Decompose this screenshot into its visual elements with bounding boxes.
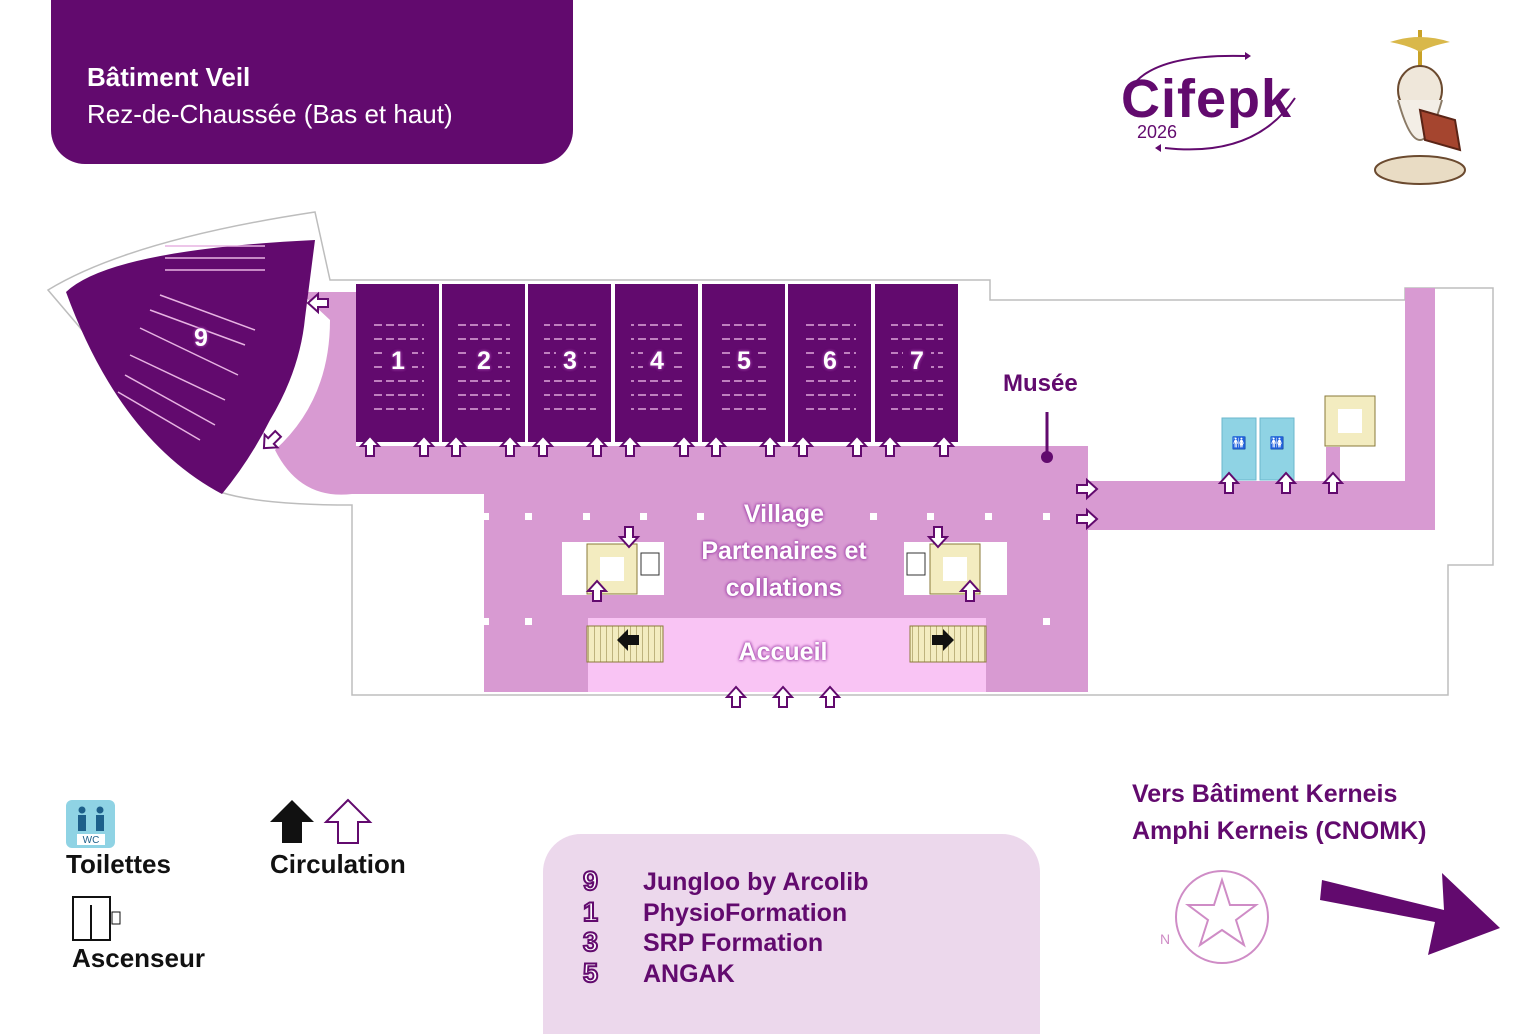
- legend-toilettes: Toilettes: [66, 849, 171, 879]
- building-name: Bâtiment Veil: [87, 62, 251, 92]
- room-6-label: 6: [823, 347, 837, 375]
- svg-text:🚻: 🚻: [1270, 436, 1285, 450]
- pillar-dots: [482, 513, 1050, 625]
- list-item-name: PhysioFormation: [643, 899, 848, 927]
- list-item-name: ANGAK: [643, 960, 735, 988]
- village-label: Village Partenaires et collations: [701, 500, 867, 602]
- musee-marker: [1041, 451, 1053, 463]
- wc-icon: [1259, 417, 1295, 481]
- amphi-seats: [117, 245, 265, 441]
- logo-year: 2026: [1137, 122, 1178, 142]
- room-9: [66, 240, 315, 494]
- svg-text:🚻: 🚻: [1232, 436, 1247, 450]
- list-item: 5 ANGAK: [582, 957, 735, 989]
- list-item-name: SRP Formation: [643, 929, 824, 957]
- list-item-number: 3: [582, 926, 599, 958]
- musee-label: Musée: [1003, 370, 1078, 397]
- room-7-label: 7: [910, 347, 924, 375]
- cifepk-logo: Cifepk 2026: [1105, 48, 1305, 158]
- list-item-number: 5: [582, 957, 599, 989]
- exhibitor-list: 9 Jungloo by Arcolib 1 PhysioFormation 3 SR…: [543, 834, 1040, 1034]
- room-2-label: 2: [477, 347, 491, 375]
- list-item-number: 9: [582, 865, 599, 897]
- legend-elevator-icon: [72, 896, 121, 941]
- list-item: 3 SRP Formation: [582, 926, 824, 958]
- direction-text: Vers Bâtiment Kerneis Amphi Kerneis (CNO…: [1132, 776, 1426, 850]
- direction-line-2: Amphi Kerneis (CNOMK): [1132, 817, 1427, 845]
- room-3-label: 3: [563, 347, 577, 375]
- svg-text:N: N: [1160, 931, 1170, 947]
- svg-text:WC: WC: [83, 835, 100, 846]
- compass-icon: N: [1160, 870, 1269, 964]
- direction-line-1: Vers Bâtiment Kerneis: [1132, 780, 1398, 808]
- stairs: [909, 625, 987, 663]
- legend-outline-arrow-icon: [323, 798, 373, 844]
- logo-name: Cifepk: [1121, 69, 1293, 129]
- legend-ascenseur: Ascenseur: [72, 943, 205, 973]
- accueil-label: Accueil: [738, 638, 828, 666]
- room-5-label: 5: [737, 347, 751, 375]
- room-1-label: 1: [391, 347, 405, 375]
- room-9-label: 9: [194, 324, 208, 352]
- logo-orbit-icon: [1124, 52, 1296, 152]
- floor-name: Rez-de-Chaussée (Bas et haut): [87, 99, 453, 129]
- legend-filled-arrow-icon: [270, 800, 314, 843]
- list-item: 9 Jungloo by Arcolib: [582, 865, 869, 897]
- wc-icon: [1221, 417, 1257, 481]
- legend-wc-icon: WC: [66, 800, 115, 848]
- list-item-name: Jungloo by Arcolib: [643, 868, 869, 896]
- title-banner: Bâtiment Veil Rez-de-Chaussée (Bas et ha…: [51, 0, 573, 164]
- mascot-caduceus-icon: [1374, 30, 1466, 185]
- list-item-number: 1: [582, 896, 599, 928]
- direction-arrow-icon: [1320, 873, 1500, 955]
- room-4-label: 4: [650, 347, 664, 375]
- list-item: 1 PhysioFormation: [582, 896, 848, 928]
- legend-circulation: Circulation: [270, 849, 406, 879]
